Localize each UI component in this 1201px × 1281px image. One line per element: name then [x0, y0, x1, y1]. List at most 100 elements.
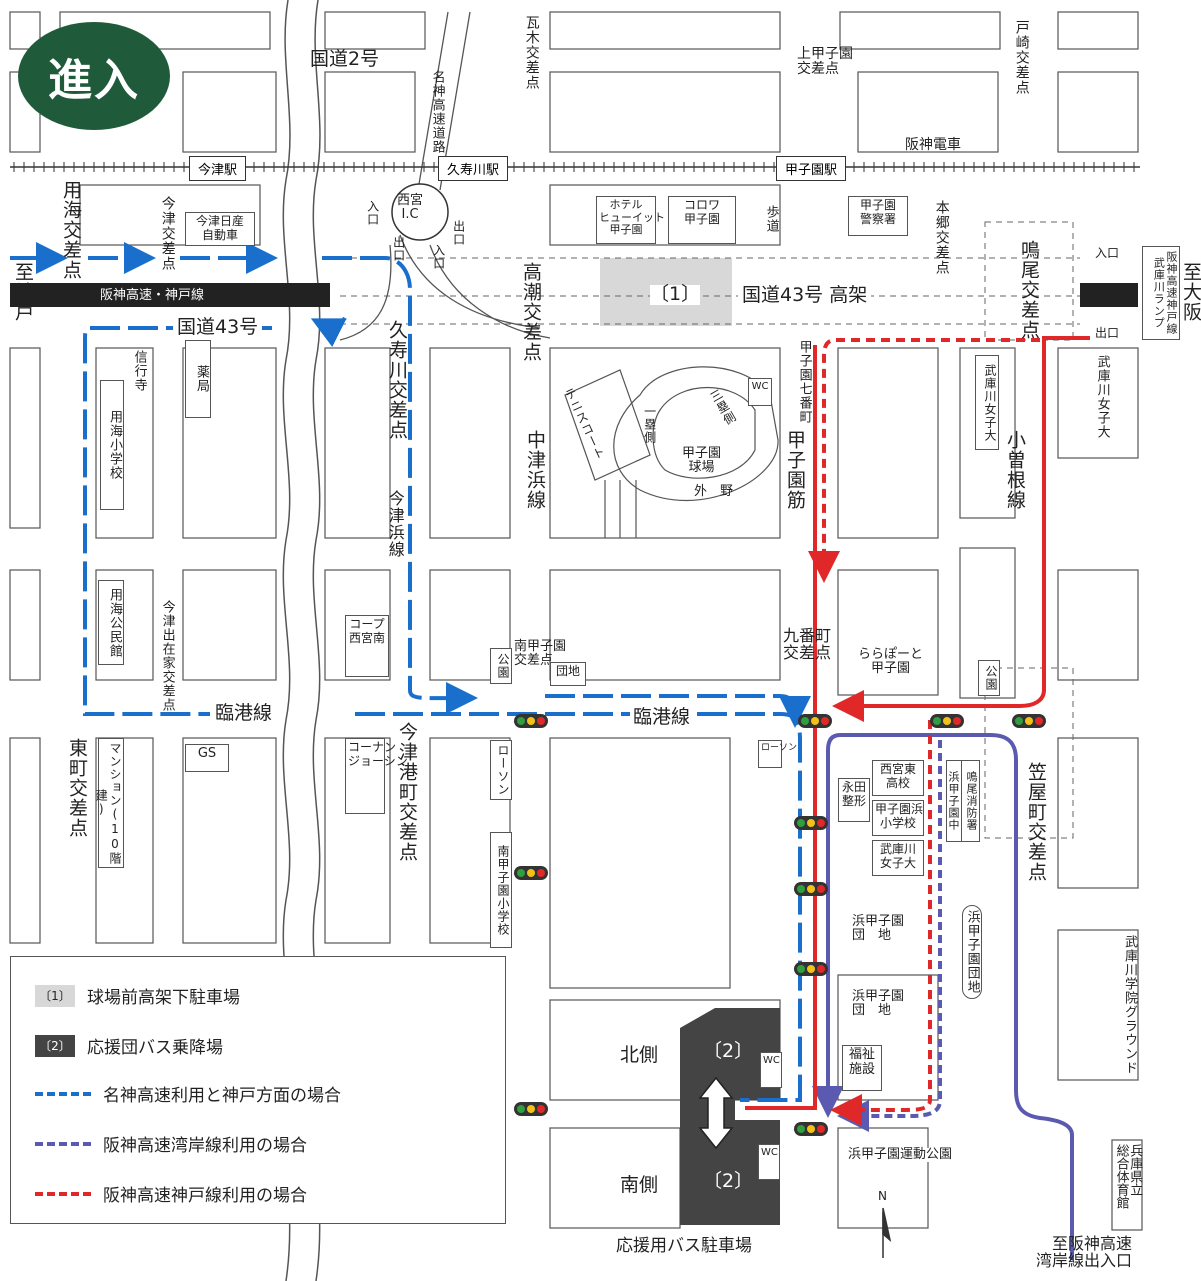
lm-imazu-nissan: 今津日産 自動車 — [185, 212, 255, 246]
ramp-out: 出口 — [1095, 326, 1120, 340]
station-kusugawa: 久寿川駅 — [438, 156, 509, 181]
ic-exit: 出口 — [391, 236, 406, 262]
int-yokai: 用海交差点 — [59, 180, 82, 280]
lm-nagata: 永田 整形 — [838, 778, 870, 822]
route-red — [745, 336, 1090, 1126]
parking-1-label: 〔1〕 — [650, 283, 701, 305]
meishin-expressway — [339, 11, 551, 341]
traffic-signal — [794, 882, 828, 896]
ramp-in: 入口 — [1095, 246, 1120, 260]
lm-wc-1: WC — [748, 378, 772, 406]
traffic-signal — [794, 962, 828, 976]
legend-label: 阪神高速湾岸線利用の場合 — [103, 1136, 307, 1156]
lm-shingyoji: 信行寺 — [131, 350, 147, 392]
lm-mukogawa-ground: 武庫川学院グラウンド — [1122, 935, 1137, 1075]
legend-item-purple: 阪神高速湾岸線利用の場合 — [35, 1131, 307, 1156]
lm-konan: コーナン ジョーシン — [345, 738, 408, 814]
legend-swatch-parking-2: 〔2〕 — [35, 1034, 75, 1057]
road-kokudo43-elevated: 国道43号 高架 — [738, 285, 872, 306]
parking-2-south-label: 〔2〕 — [703, 1170, 754, 1192]
koshien-stadium — [564, 366, 779, 538]
lm-hamakoshien-jhs: 浜甲子園中 — [946, 760, 962, 842]
legend-label: 応援団バス乗降場 — [87, 1038, 223, 1058]
int-koshien7: 甲子園七番町 — [796, 340, 812, 424]
lm-lawson-1: ローソン — [490, 740, 512, 800]
hanshin-kobe-expressway-bar-east — [1080, 283, 1138, 307]
lm-outfield: 外 野 — [694, 484, 734, 499]
lm-wc-3: WC — [758, 1144, 780, 1180]
road-meishin: 名神高速道路 — [429, 70, 445, 154]
lm-mukogawa-univ-3: 武庫川 女子大 — [872, 840, 924, 876]
lm-bus-parking: 応援用バス駐車場 — [616, 1236, 752, 1256]
lm-hamakoshien-danchi-2: 浜甲子園 団 地 — [852, 989, 905, 1018]
city-blocks — [9, 11, 1143, 1231]
lm-police: 甲子園 警察署 — [848, 196, 908, 236]
traffic-signal — [930, 714, 964, 728]
int-kusugawa: 久寿川交差点 — [385, 320, 408, 440]
lm-danchi: 団地 — [550, 662, 586, 686]
road-hanshin-kobe: 阪神高速・神戸線 — [100, 288, 205, 303]
lm-mukogawa-univ-2: 武庫川女子大 — [1094, 355, 1110, 439]
legend-item-parking-2: 〔2〕 応援団バス乗降場 — [35, 1033, 223, 1058]
int-higashimachi: 東町交差点 — [65, 738, 88, 838]
road-kokudo43: 国道43号 — [173, 317, 263, 338]
int-imazu: 今津交差点 — [159, 196, 176, 271]
lm-first-base: 一塁側 — [642, 405, 657, 444]
lm-hodo: 歩道 — [763, 205, 779, 233]
legend-line-purple — [35, 1141, 91, 1146]
legend-label: 阪神高速神戸線利用の場合 — [103, 1186, 307, 1206]
hanshin-railway — [10, 162, 1140, 172]
label-hanshin-railway: 阪神電車 — [905, 137, 961, 153]
int-imazuminatomachi: 今津港町交差点 — [395, 722, 418, 862]
int-kasaya: 笠屋町交差点 — [1024, 762, 1047, 882]
ic-entrance: 入口 — [365, 200, 380, 226]
int-kawaragi: 瓦木交差点 — [523, 15, 540, 90]
traffic-signal — [794, 816, 828, 830]
int-naruo: 鳴尾交差点 — [1017, 240, 1040, 340]
road-kokudo2: 国道2号 — [310, 48, 380, 70]
traffic-signal — [514, 866, 548, 880]
road-koshien-suji: 甲子園筋 — [783, 430, 806, 510]
road-imazuhama: 今津浜線 — [385, 490, 405, 558]
int-kuban: 九番町 交差点 — [783, 626, 832, 662]
traffic-signal — [1012, 714, 1046, 728]
hanshin-kobe-expressway-bar — [10, 283, 330, 307]
int-takashio: 高潮交差点 — [519, 262, 542, 362]
parking-2-north-label: 〔2〕 — [703, 1040, 754, 1062]
ic-exit-2: 出口 — [451, 220, 466, 246]
direction-osaka: 至大阪 — [1179, 262, 1201, 322]
ic-nishinomiya: 西宮 I.C — [397, 193, 424, 222]
road-nakatsuhama: 中津浜線 — [523, 430, 546, 510]
int-minamikoshien: 南甲子園 交差点 — [514, 639, 567, 668]
lm-lawson-2: ローソン — [758, 740, 797, 768]
lm-stadium: 甲子園 球場 — [682, 446, 722, 475]
legend-item-red: 阪神高速神戸線利用の場合 — [35, 1181, 307, 1206]
lm-koshienhama-school: 甲子園浜 小学校 — [872, 800, 924, 836]
int-kamikoshien: 上甲子園 交差点 — [797, 46, 853, 77]
ramp-mukogawa: 阪神高速神戸線 武庫川ランプ — [1142, 246, 1180, 340]
legend-item-blue: 名神高速利用と神戸方面の場合 — [35, 1081, 341, 1106]
lm-north-mark: N — [878, 1189, 887, 1203]
lm-koen-1: 公園 — [490, 648, 512, 684]
legend-line-blue — [35, 1091, 91, 1096]
station-koshien: 甲子園駅 — [776, 156, 847, 181]
lm-yokai-school: 用海小学校 — [100, 380, 124, 510]
lm-mansion: マンション(10階建) — [94, 738, 124, 868]
legend-swatch-parking-1: 〔1〕 — [35, 984, 75, 1007]
ic-entrance-2: 入口 — [431, 244, 446, 270]
legend-label: 名神高速利用と神戸方面の場合 — [103, 1086, 341, 1106]
lm-south-side: 南側 — [620, 1174, 659, 1196]
lm-lalaport: ららぽーと 甲子園 — [858, 647, 924, 676]
int-tozaki: 戸崎交差点 — [1013, 20, 1030, 95]
traffic-signal — [794, 1122, 828, 1136]
lm-corowa: コロワ 甲子園 — [668, 196, 736, 244]
int-hongo: 本郷交差点 — [933, 200, 950, 275]
direction-kobe: 至神戸 — [11, 262, 34, 322]
lm-hamakoshien-danchi-1: 浜甲子園 団 地 — [852, 914, 905, 943]
lm-welfare: 福祉 施設 — [842, 1045, 882, 1091]
traffic-signal — [514, 714, 548, 728]
lm-minamikoshien-school: 南甲子園小学校 — [490, 832, 512, 948]
lm-hamakoshien-danchi-3: 浜甲子園団地 — [962, 905, 982, 999]
lm-naruo-fire: 鳴尾消防署 — [960, 760, 980, 842]
